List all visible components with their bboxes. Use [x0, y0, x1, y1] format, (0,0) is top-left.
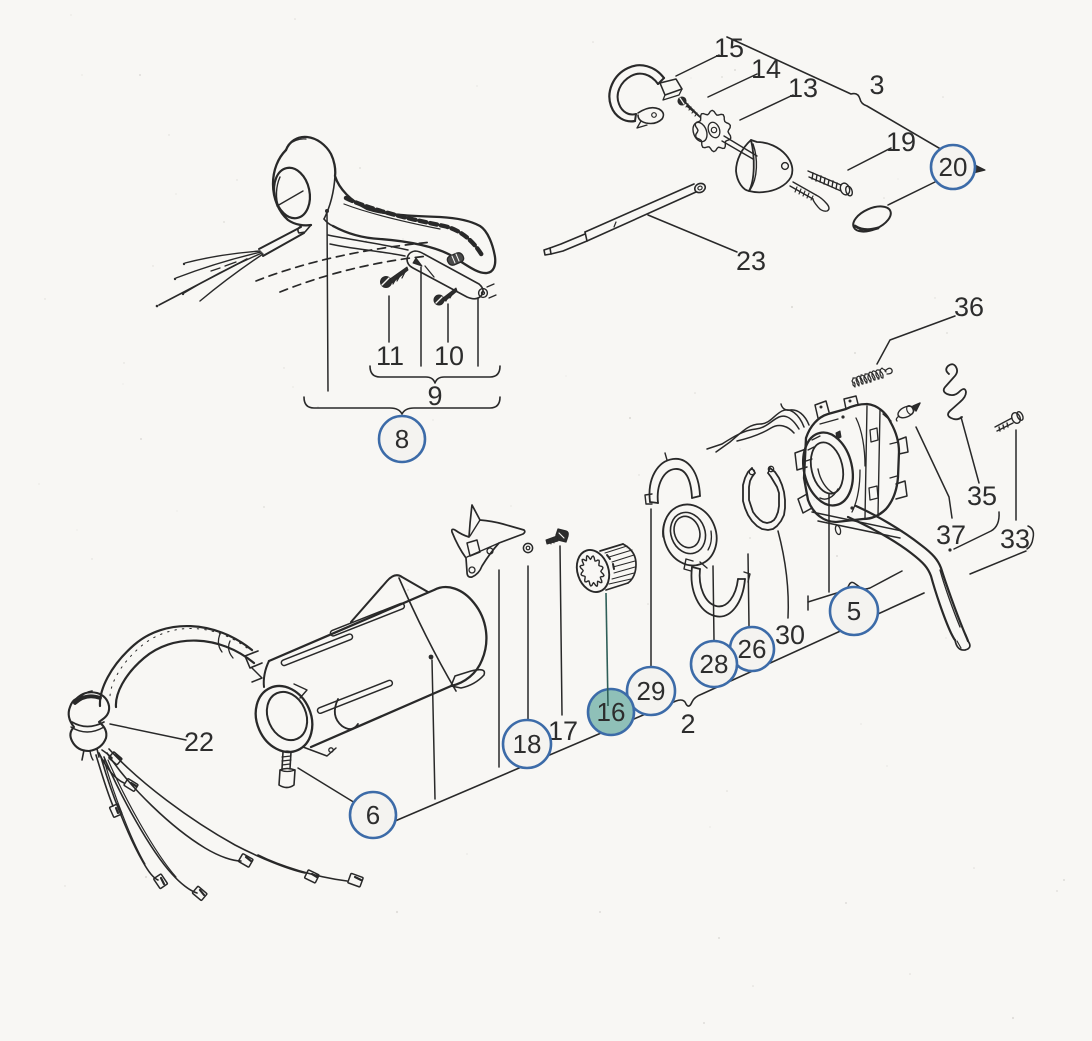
- svg-text:37: 37: [936, 520, 966, 550]
- svg-text:19: 19: [886, 127, 916, 157]
- svg-text:22: 22: [184, 727, 214, 757]
- svg-text:17: 17: [548, 716, 578, 746]
- svg-text:18: 18: [513, 729, 542, 759]
- svg-text:5: 5: [847, 596, 861, 626]
- svg-text:29: 29: [637, 676, 666, 706]
- svg-text:11: 11: [376, 341, 404, 371]
- svg-text:13: 13: [788, 73, 818, 103]
- svg-text:28: 28: [700, 649, 729, 679]
- svg-text:35: 35: [967, 481, 997, 511]
- svg-text:14: 14: [751, 54, 781, 84]
- svg-text:23: 23: [736, 246, 766, 276]
- svg-text:15: 15: [714, 33, 744, 63]
- svg-text:20: 20: [939, 152, 968, 182]
- svg-text:33: 33: [1000, 524, 1030, 554]
- svg-text:36: 36: [954, 292, 984, 322]
- svg-text:2: 2: [680, 709, 695, 739]
- svg-text:8: 8: [395, 424, 409, 454]
- svg-text:9: 9: [427, 381, 442, 411]
- svg-text:30: 30: [775, 620, 805, 650]
- svg-text:6: 6: [366, 800, 380, 830]
- svg-text:10: 10: [434, 341, 464, 371]
- svg-text:26: 26: [738, 634, 767, 664]
- svg-text:3: 3: [869, 70, 884, 100]
- svg-text:16: 16: [597, 697, 626, 727]
